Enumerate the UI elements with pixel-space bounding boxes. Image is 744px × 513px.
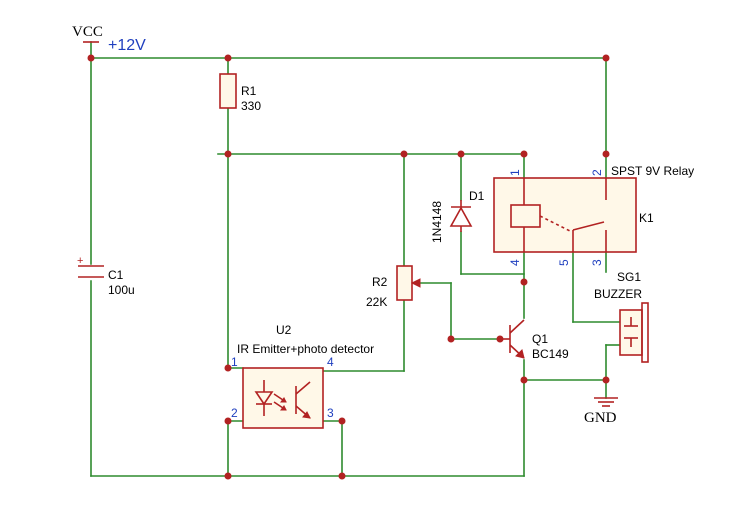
junction-dot <box>224 417 232 425</box>
k1-pin-3: 3 <box>590 259 604 266</box>
k1-pin-2: 2 <box>590 169 604 176</box>
junction-dot <box>224 472 232 480</box>
c1-value: 100u <box>108 283 135 297</box>
junction-dot <box>520 376 528 384</box>
junctions <box>87 54 610 480</box>
gnd-label: GND <box>584 410 617 426</box>
junction-dot <box>400 150 408 158</box>
junction-dot <box>602 54 610 62</box>
potentiometer-r2: R2 22K <box>366 265 421 309</box>
junction-dot <box>457 150 465 158</box>
k1-pin-4: 4 <box>508 259 522 266</box>
q1-ref: Q1 <box>532 332 548 346</box>
u2-pin-4: 4 <box>327 355 334 369</box>
gnd-symbol: GND <box>584 397 618 426</box>
u2-ref: U2 <box>276 323 292 337</box>
wires <box>90 41 621 477</box>
junction-dot <box>447 335 455 343</box>
diode-d1: D1 1N4148 <box>430 189 485 243</box>
r2-ref: R2 <box>372 275 388 289</box>
junction-dot <box>602 150 610 158</box>
vcc-label: VCC <box>72 24 103 40</box>
r1-value: 330 <box>241 99 261 113</box>
u2-pin-1: 1 <box>231 355 238 369</box>
u2-pin-3: 3 <box>327 406 334 420</box>
relay-k1: 1 2 4 5 3 K1 SPST 9V Relay <box>493 164 694 266</box>
sg1-ref: SG1 <box>617 270 641 284</box>
junction-dot <box>338 472 346 480</box>
optocoupler-u2: 1 4 2 3 U2 IR Emitter+photo detector <box>231 323 374 429</box>
c1-polarity: + <box>77 255 83 267</box>
buzzer-sg1: SG1 BUZZER <box>594 270 649 363</box>
c1-ref: C1 <box>108 268 124 282</box>
r1-ref: R1 <box>241 84 257 98</box>
junction-dot <box>520 150 528 158</box>
vcc-value: +12V <box>108 37 146 54</box>
u2-pin-2: 2 <box>231 406 238 420</box>
junction-dot <box>87 54 95 62</box>
vcc-symbol: VCC +12V <box>72 24 146 54</box>
u2-value: IR Emitter+photo detector <box>237 342 374 356</box>
k1-ref: K1 <box>639 211 654 225</box>
junction-dot <box>520 278 528 286</box>
junction-dot <box>224 54 232 62</box>
transistor-q1: Q1 BC149 <box>500 319 569 361</box>
d1-ref: D1 <box>469 189 485 203</box>
d1-value: 1N4148 <box>430 201 444 243</box>
k1-pin-1: 1 <box>508 169 522 176</box>
junction-dot <box>338 417 346 425</box>
capacitor-c1: + C1 100u <box>77 255 135 297</box>
k1-value: SPST 9V Relay <box>611 164 694 178</box>
junction-dot <box>602 376 610 384</box>
sg1-value: BUZZER <box>594 287 642 301</box>
resistor-r1: R1 330 <box>219 73 261 113</box>
junction-dot <box>224 150 232 158</box>
q1-value: BC149 <box>532 347 569 361</box>
r2-value: 22K <box>366 295 387 309</box>
junction-dot <box>224 364 232 372</box>
k1-pin-5: 5 <box>557 259 571 266</box>
